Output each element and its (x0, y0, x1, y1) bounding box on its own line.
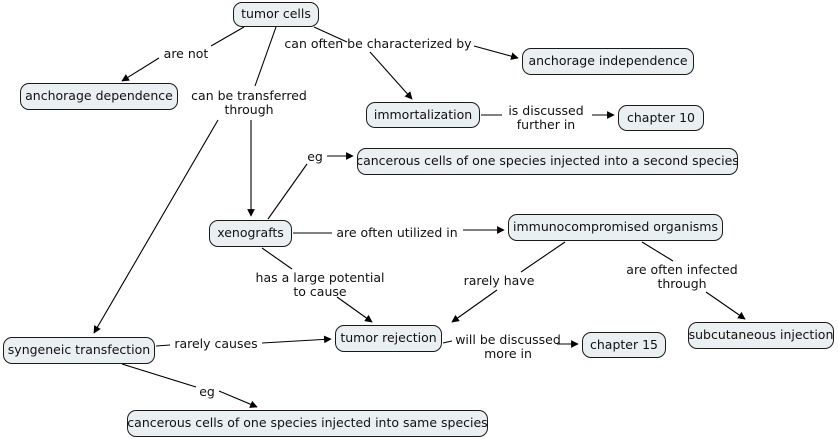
edge-tumor-to-characterized-by (313, 26, 348, 43)
node-anchorage-independence[interactable]: anchorage independence (522, 48, 694, 75)
edge-rarely-causes-to-tumor-rejection (261, 335, 332, 344)
node-chapter-15[interactable]: chapter 15 (582, 332, 666, 358)
node-cancerous-cells-second-species[interactable]: cancerous cells of one species injected … (356, 148, 739, 175)
node-anchorage-dependence[interactable]: anchorage dependence (20, 83, 178, 110)
edge-label-are-often-utilized-in: are often utilized in (336, 225, 458, 240)
edge-tumor-rejection-to-discussed-more (442, 340, 453, 344)
edge-label-eg-same-species: eg (199, 384, 215, 399)
node-tumor-cells[interactable]: tumor cells (233, 2, 319, 27)
node-tumor-rejection[interactable]: tumor rejection (335, 325, 442, 352)
node-chapter-10[interactable]: chapter 10 (618, 105, 704, 131)
edge-label-are-often-infected-through: are often infected through (626, 262, 738, 291)
edge-label-has-a-large-potential-to-cause: has a large potential to cause (255, 270, 385, 299)
node-xenografts[interactable]: xenografts (209, 220, 292, 247)
edge-xenografts-to-large-potential (261, 247, 293, 270)
edge-large-potential-to-tumor-rejection (336, 296, 373, 323)
node-subcutaneous-injection[interactable]: subcutaneous injection (688, 322, 834, 349)
edge-label-are-not: are not (163, 46, 209, 61)
edge-label-can-often-be-characterized-by: can often be characterized by (284, 36, 472, 51)
edge-xenografts-to-eg-second (267, 163, 308, 220)
edge-syngeneic-to-eg-same (121, 363, 197, 388)
edge-label-rarely-causes: rarely causes (174, 336, 258, 351)
edge-label-will-be-discussed-more-in: will be discussed more in (455, 332, 561, 361)
edge-eg-same-to-cancerous-same (218, 390, 258, 408)
edge-label-can-be-transferred-through: can be transferred through (191, 88, 307, 117)
node-cancerous-cells-same-species[interactable]: cancerous cells of one species injected … (127, 410, 488, 437)
node-immortalization[interactable]: immortalization (366, 102, 480, 128)
edge-label-rarely-have: rarely have (463, 273, 535, 288)
edge-syngeneic-to-rarely-causes (155, 344, 171, 347)
node-syngeneic-transfection[interactable]: syngeneic transfection (3, 337, 155, 364)
edge-transferred-through-to-syngeneic (93, 119, 219, 334)
edge-are-not-to-anchorage-dependence (121, 57, 160, 82)
edge-rarely-have-to-tumor-rejection (451, 289, 498, 323)
edge-tumor-to-transferred-through (254, 26, 277, 87)
edge-label-is-discussed-further-in: is discussed further in (508, 103, 584, 132)
edge-often-infected-to-subcutaneous (705, 291, 746, 320)
edge-immunocompromised-to-often-infected (641, 241, 674, 262)
node-immunocompromised-organisms[interactable]: immunocompromised organisms (508, 214, 723, 241)
edge-characterized-by-to-immortalization (369, 51, 413, 100)
edge-label-eg-second-species: eg (307, 149, 323, 164)
edge-characterized-by-to-anchorage-independence (473, 45, 519, 60)
edge-tumor-to-are-not (210, 26, 245, 47)
edge-immunocompromised-to-rarely-have (520, 241, 566, 273)
